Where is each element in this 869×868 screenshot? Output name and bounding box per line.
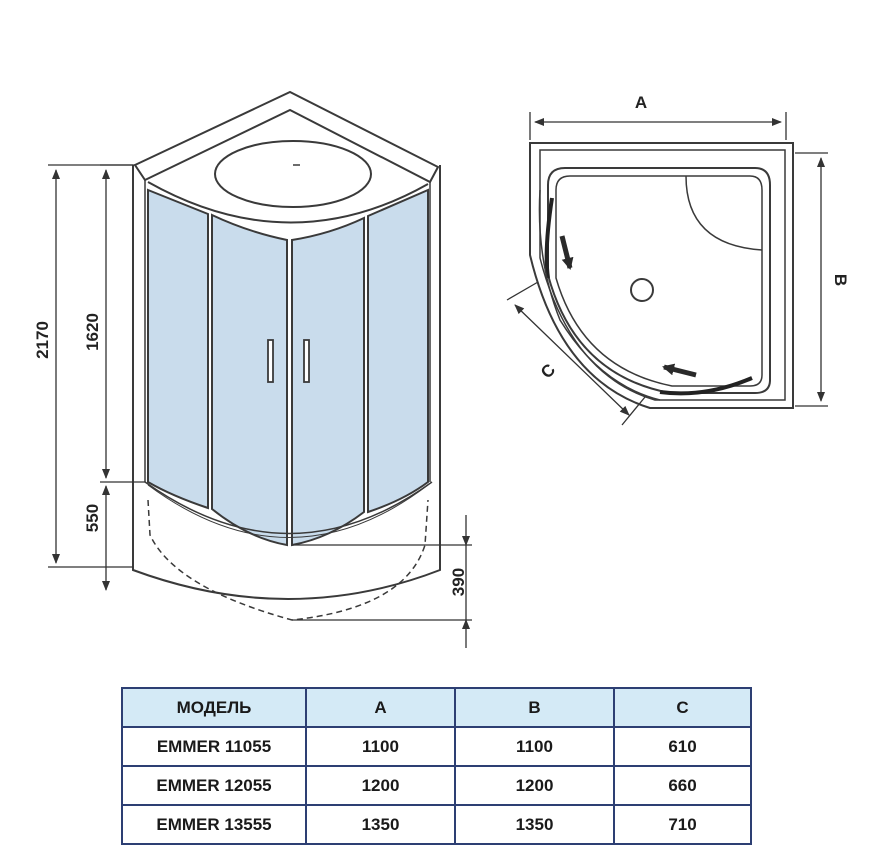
glass-panel-right [367,188,429,514]
plan-label-a: A [635,93,647,112]
glass-door-left [211,213,288,547]
door-track-left [544,197,554,279]
plan-seat [685,175,763,251]
table-row: EMMER 12055 1200 1200 660 [121,765,752,806]
plan-outline [529,142,794,409]
dimensions-table: МОДЕЛЬ A B C EMMER 11055 1100 1100 610 E… [121,687,752,845]
front-view [132,90,441,621]
arrow-icon [662,363,697,378]
plan-label-b: B [831,274,850,286]
cell-b: 1200 [454,765,615,806]
cell-c: 660 [613,765,752,806]
arrow-icon [559,235,574,270]
glass-panel-left [147,188,209,510]
table-row: EMMER 13555 1350 1350 710 [121,804,752,845]
cell-c: 610 [613,726,752,767]
cell-a: 1350 [305,804,456,845]
plan-label-c: C [537,360,559,382]
tray-rim [144,481,433,535]
cell-model: EMMER 12055 [121,765,307,806]
ceiling-fan [214,140,372,208]
header-model: МОДЕЛЬ [121,687,307,728]
cell-b: 1100 [454,726,615,767]
header-c: C [613,687,752,728]
table-header-row: МОДЕЛЬ A B C [121,687,752,728]
door-handle-right [303,339,310,383]
header-b: B [454,687,615,728]
cell-a: 1200 [305,765,456,806]
plan-view [529,142,794,409]
table-row: EMMER 11055 1100 1100 610 [121,726,752,767]
cabin-outline [132,165,441,600]
dim-total-height: 2170 [33,321,52,359]
cell-c: 710 [613,804,752,845]
plan-drain [630,278,654,302]
glass-door-right [291,216,365,547]
door-handle-left [267,339,274,383]
cell-model: EMMER 11055 [121,726,307,767]
dim-tray-depth: 390 [449,568,468,596]
cell-model: EMMER 13555 [121,804,307,845]
cell-a: 1100 [305,726,456,767]
front-dimensions [48,164,472,648]
plan-dimensions [506,112,828,426]
header-a: A [305,687,456,728]
dim-glass-height: 1620 [83,313,102,351]
cell-b: 1350 [454,804,615,845]
door-track-bottom [659,376,753,396]
dim-tray-height: 550 [83,504,102,532]
